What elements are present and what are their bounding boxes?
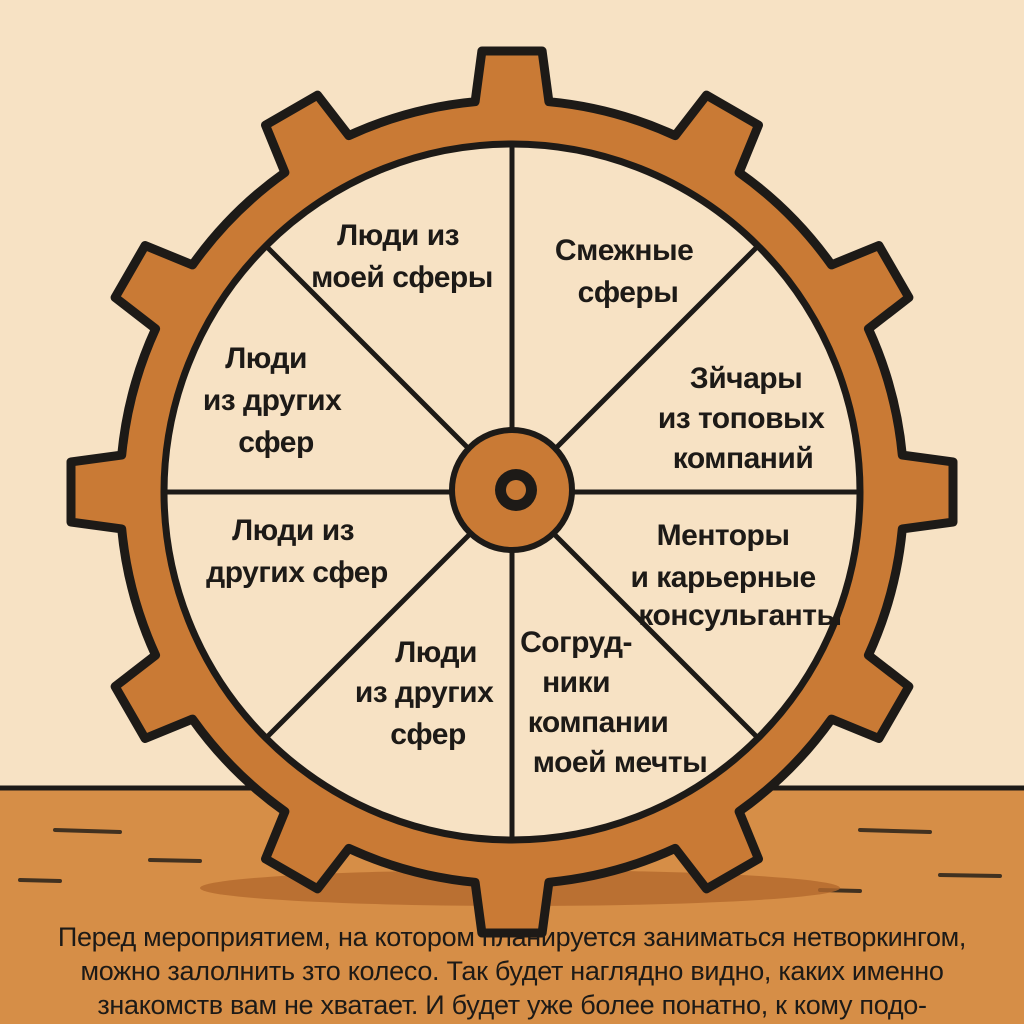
caption-text: Перед мероприятием, на котором планирует… [24,920,1000,1022]
hub-hole [506,480,526,500]
caption-line-1: Перед мероприятием, на котором планирует… [57,922,967,952]
spoke [265,531,473,739]
segment-label-8: Люди из других сфер [203,342,349,459]
segment-label-3: Зйчары из топовых компаний [658,362,832,475]
spoke [265,245,473,453]
segment-label-4: Менторы и карьерные консульганты [630,519,841,632]
segment-labels: Люди из моей сферы Смежные сферы Зйчары … [203,219,842,779]
segment-label-5: Согруд- ники компании моей мечты [520,626,707,779]
segment-label-2: Смежные сферы [555,234,701,309]
spoke [551,531,759,739]
spoke [551,245,759,453]
caption-line-2: можно залолнить зто колесо. Так будет на… [80,956,944,986]
caption-line-3: знакомств вам не хватает. И будет уже бо… [97,990,927,1020]
wheel-spokes [164,144,860,840]
segment-label-6: Люди из других сфер [355,636,501,751]
segment-label-7: Люди из других сфер [206,514,388,589]
floor-strokes [18,828,1002,893]
segment-label-1: Люди из моей сферы [311,219,493,294]
